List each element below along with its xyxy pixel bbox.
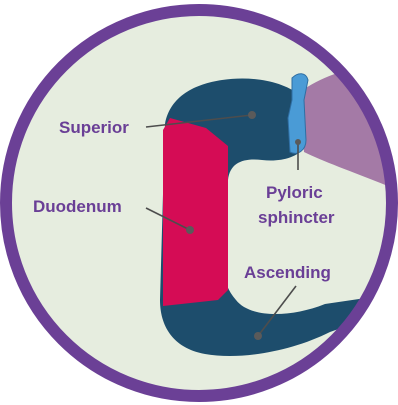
duodenum-marker-dot <box>186 226 194 234</box>
superior-label: Superior <box>59 118 129 137</box>
descending-segment <box>163 118 228 306</box>
ascending-label: Ascending <box>244 263 331 282</box>
pyloric-label-line1: Pyloric <box>266 183 323 202</box>
superior-marker-dot <box>248 111 256 119</box>
pyloric-label-line2: sphincter <box>258 208 335 227</box>
ascending-marker-dot <box>254 332 262 340</box>
pyloric-marker-dot <box>295 139 301 145</box>
duodenum-label: Duodenum <box>33 197 122 216</box>
